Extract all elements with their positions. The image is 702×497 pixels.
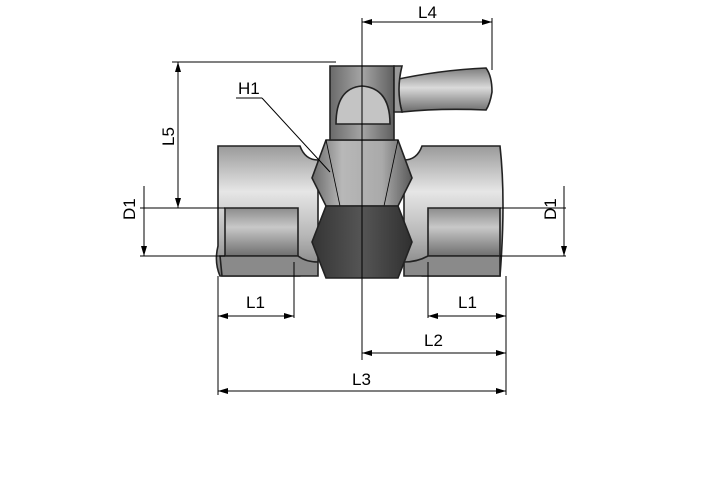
label-l3: L3 bbox=[352, 370, 371, 389]
label-l4: L4 bbox=[418, 3, 437, 22]
label-l5: L5 bbox=[159, 127, 178, 146]
dimension-d1-left: D1 bbox=[120, 186, 147, 256]
label-l2: L2 bbox=[424, 331, 443, 350]
label-d1-right: D1 bbox=[541, 198, 560, 220]
left-bore-lower bbox=[219, 255, 319, 277]
label-l1-left: L1 bbox=[246, 293, 265, 312]
label-d1-left: D1 bbox=[120, 198, 139, 220]
dimension-l1-right: L1 bbox=[428, 293, 506, 319]
label-h1: H1 bbox=[238, 79, 260, 98]
dimension-l1-left: L1 bbox=[218, 293, 294, 319]
dimension-l3: L3 bbox=[218, 370, 506, 394]
dimension-l4: L4 bbox=[362, 3, 492, 25]
handle-lever bbox=[393, 67, 493, 113]
leader-h1: H1 bbox=[236, 79, 331, 173]
dimension-l5: L5 bbox=[159, 62, 181, 208]
label-l1-right: L1 bbox=[458, 293, 477, 312]
handle-root bbox=[393, 65, 404, 113]
dimension-d1-right: D1 bbox=[541, 186, 567, 256]
right-bore bbox=[427, 207, 501, 257]
valve-body bbox=[215, 65, 504, 279]
dimension-l2: L2 bbox=[362, 331, 506, 356]
left-bore bbox=[224, 207, 299, 257]
